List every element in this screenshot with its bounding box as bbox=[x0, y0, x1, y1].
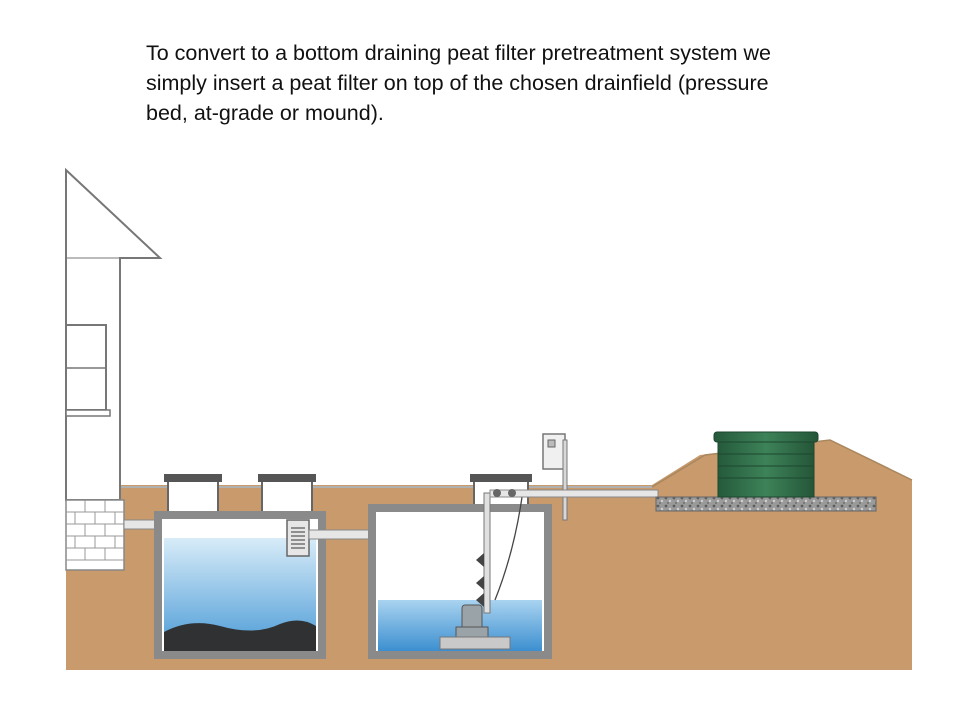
caption-line-1: To convert to a bottom draining peat fil… bbox=[146, 41, 771, 65]
caption-text: To convert to a bottom draining peat fil… bbox=[146, 38, 906, 128]
peat-filter-icon bbox=[713, 431, 819, 498]
caption-line-3: bed, at-grade or mound). bbox=[146, 101, 384, 125]
house-icon bbox=[65, 167, 163, 571]
caption-line-2: simply insert a peat filter on top of th… bbox=[146, 71, 769, 95]
sludge-layer bbox=[164, 620, 316, 651]
force-main-pipe bbox=[489, 489, 659, 498]
pump-tank-icon bbox=[368, 474, 552, 659]
control-panel-icon bbox=[542, 433, 568, 521]
effluent-pump-icon bbox=[439, 604, 511, 650]
septic-tank-icon bbox=[154, 474, 326, 659]
drainfield-gravel bbox=[655, 496, 877, 512]
